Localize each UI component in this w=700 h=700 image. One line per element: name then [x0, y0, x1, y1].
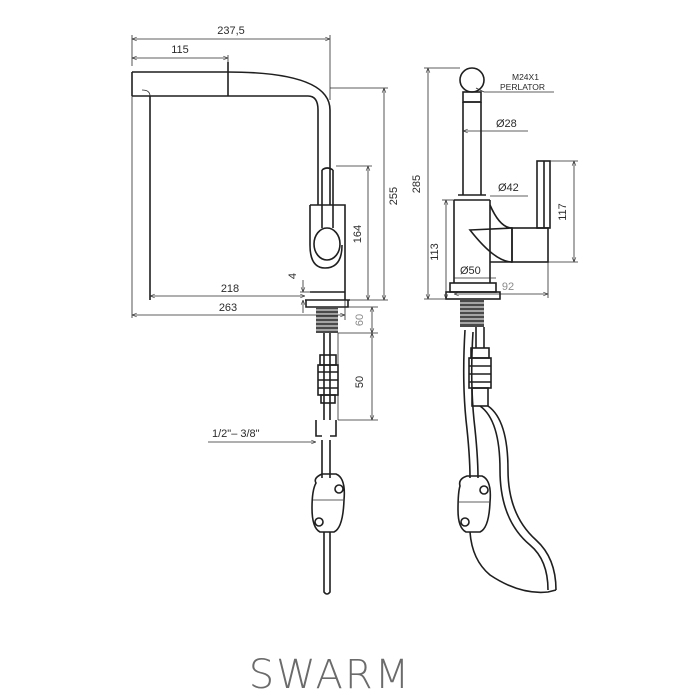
connection-size-label: 1/2"– 3/8"	[212, 428, 260, 440]
dim-115: 115	[171, 44, 189, 56]
dim-60: 60	[354, 314, 366, 326]
dim-113: 113	[429, 243, 441, 261]
side-pullout-hose	[457, 327, 557, 594]
dim-92: 92	[502, 281, 514, 293]
front-spout	[131, 62, 331, 300]
product-title: SWARM	[249, 652, 411, 698]
diameter-28-label: Ø28	[496, 118, 517, 130]
side-view: 285 113 117 92 M24X1 PERLATOR Ø28 Ø42	[411, 67, 578, 594]
front-threaded-shank	[316, 307, 338, 333]
side-threaded-shank	[460, 299, 484, 327]
side-dimensions: 285 113 117 92 M24X1 PERLATOR Ø28 Ø42	[411, 67, 578, 300]
dim-218: 218	[221, 283, 239, 295]
diameter-42-label: Ø42	[498, 182, 519, 194]
aerator-label: PERLATOR	[500, 82, 545, 92]
side-aerator-head	[459, 67, 485, 103]
dim-263: 263	[219, 302, 237, 314]
front-faucet-body	[305, 167, 350, 308]
front-view: 237,5 115 255 164 218 263 4	[131, 25, 400, 595]
dim-255: 255	[388, 187, 400, 205]
thread-label: M24X1	[512, 72, 539, 82]
dim-164: 164	[352, 225, 364, 243]
dim-285: 285	[411, 175, 423, 193]
diameter-50-label: Ø50	[460, 265, 481, 277]
front-dimensions: 237,5 115 255 164 218 263 4	[131, 25, 400, 442]
dim-50: 50	[354, 376, 366, 388]
dim-237-5: 237,5	[217, 25, 245, 37]
dim-117: 117	[557, 203, 569, 221]
dim-4: 4	[287, 273, 299, 279]
front-supply-hoses	[311, 333, 346, 595]
side-spout-column	[454, 102, 490, 201]
